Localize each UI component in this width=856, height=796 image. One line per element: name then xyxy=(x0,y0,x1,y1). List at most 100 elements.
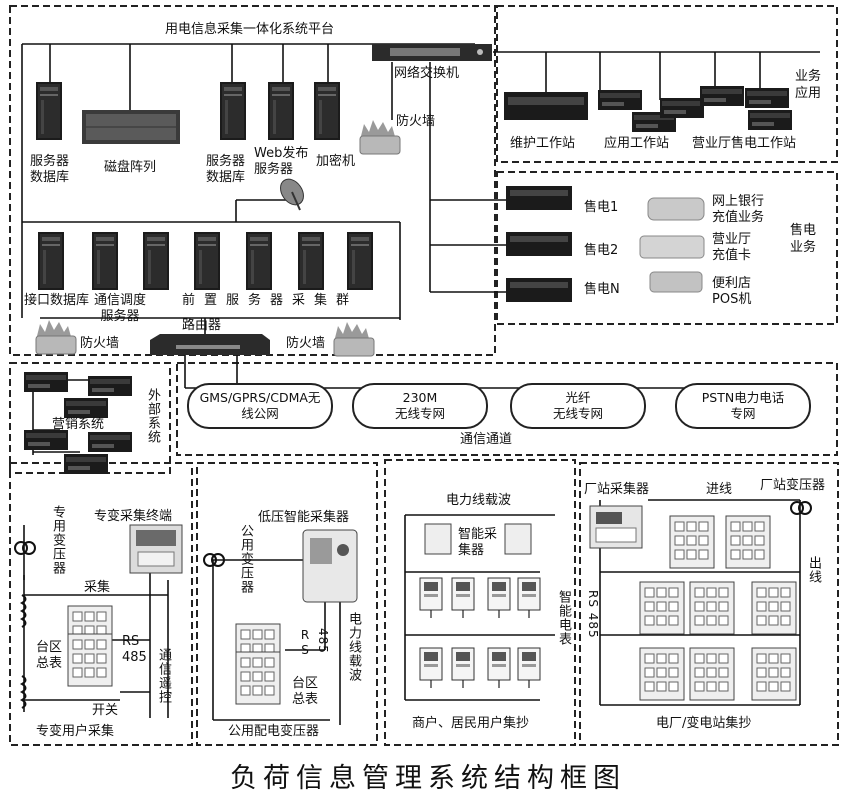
firewall-right-label: 防火墙 xyxy=(286,336,326,351)
plant-box xyxy=(579,462,839,746)
dedicated-transformer-label: 专用变压器 xyxy=(50,505,65,575)
channel-box xyxy=(176,362,838,456)
hall-card-icon xyxy=(639,235,705,259)
server-database-icon xyxy=(36,82,62,140)
sales-n-terminal-icon xyxy=(506,278,572,302)
pos-label: 便利店 POS机 xyxy=(712,276,752,307)
sales-n-label: 售电N xyxy=(584,282,620,297)
sales-box xyxy=(496,171,838,325)
resident-box xyxy=(384,459,576,746)
sales-1-terminal-icon xyxy=(506,186,572,210)
firewall-right-icon xyxy=(333,321,375,357)
low-voltage-collector-icon xyxy=(302,529,358,603)
server-db-label: 服务器 数据库 xyxy=(30,154,70,185)
rs485-left-label: RS 485 xyxy=(122,634,147,665)
n485-label: 485 xyxy=(316,628,330,654)
dedicated-terminal-icon xyxy=(129,524,183,574)
public-box xyxy=(196,462,378,746)
firewall-left-label: 防火墙 xyxy=(80,336,120,351)
plant-cabinet-icons xyxy=(639,515,797,701)
public-meter-cabinet-icon xyxy=(235,623,281,705)
channel-gprs: GMS/GPRS/CDMA无 线公网 xyxy=(187,383,333,429)
incoming-label: 进线 xyxy=(706,482,733,497)
front-server-4-icon xyxy=(298,232,324,290)
satellite-dish-icon xyxy=(280,178,304,211)
maintenance-ws-label: 维护工作站 xyxy=(510,136,576,151)
smart-meter-label: 智能电表 xyxy=(556,590,571,646)
rs-label: RS xyxy=(298,628,312,658)
smart-meter-icons xyxy=(419,577,541,689)
disk-array-label: 磁盘阵列 xyxy=(104,160,157,175)
front-server-group-label: 前置服务器采集群 xyxy=(182,293,359,308)
sales-2-terminal-icon xyxy=(506,232,572,256)
plant-title: 电厂/变电站集抄 xyxy=(656,716,752,731)
switch-label: 网络交换机 xyxy=(394,66,460,81)
external-system-label: 外部系统 xyxy=(145,388,160,444)
router-label: 路由器 xyxy=(182,318,222,333)
plant-collector-label: 厂站采集器 xyxy=(584,482,650,497)
figure-caption: 负荷信息管理系统结构框图 xyxy=(230,763,626,794)
network-switch-icon xyxy=(372,44,492,61)
smart-collector-label: 智能采 集器 xyxy=(458,527,498,558)
dedicated-terminal-label: 专变采集终端 xyxy=(94,509,173,524)
front-server-1-icon xyxy=(143,232,169,290)
channel-pstn: PSTN电力电话 专网 xyxy=(675,383,811,429)
channel-title: 通信通道 xyxy=(460,432,513,447)
encryptor-label: 加密机 xyxy=(316,154,356,169)
platform-title: 用电信息采集一体化系统平台 xyxy=(165,22,335,37)
firewall-left-icon xyxy=(35,319,77,355)
web-server-label: Web发布 服务器 xyxy=(254,146,309,177)
application-ws-label: 应用工作站 xyxy=(604,136,670,151)
plc-label: 电力线载波 xyxy=(346,612,361,682)
front-server-2-icon xyxy=(194,232,220,290)
sales-business-label: 售电 业务 xyxy=(790,223,817,255)
server-db-2-label: 服务器 数据库 xyxy=(206,154,246,185)
dedicated-meter-cabinet-icon xyxy=(67,605,113,687)
sales-workstation-icon xyxy=(660,86,792,130)
public-transformer-label: 公用变压器 xyxy=(238,524,253,594)
plant-transformer-label: 厂站变压器 xyxy=(760,478,826,493)
interface-server-icon xyxy=(38,232,64,290)
dedicated-title: 专变用户采集 xyxy=(36,724,115,739)
sales-2-label: 售电2 xyxy=(584,243,619,258)
maintenance-workstation-icon xyxy=(504,92,588,120)
router-icon xyxy=(150,334,270,355)
collect-label: 采集 xyxy=(84,580,111,595)
sales-1-label: 售电1 xyxy=(584,200,619,215)
plant-rs485-label: RS 485 xyxy=(586,590,600,639)
outgoing-label: 出线 xyxy=(806,556,821,584)
switch-off-label: 开关 xyxy=(92,703,119,718)
resident-title: 商户、居民用户集抄 xyxy=(412,716,530,731)
group-boxes xyxy=(9,5,839,746)
front-server-5-icon xyxy=(347,232,373,290)
front-server-3-icon xyxy=(246,232,272,290)
resident-collector-icon xyxy=(424,523,532,555)
public-title: 公用配电变压器 xyxy=(228,724,320,739)
marketing-label: 营销系统 xyxy=(52,417,105,432)
online-bank-label: 网上银行 充值业务 xyxy=(712,194,765,225)
dedicated-transformer-icon xyxy=(14,541,36,555)
remote-control-label: 通信遥控 xyxy=(156,648,171,704)
platform-box xyxy=(9,5,496,356)
comm-server-label: 通信调度 服务器 xyxy=(94,293,147,324)
comm-server-icon xyxy=(92,232,118,290)
plant-transformer-icon xyxy=(790,501,812,515)
server-database-2-icon xyxy=(220,82,246,140)
web-server-icon xyxy=(268,82,294,140)
external-box xyxy=(9,362,171,474)
dedicated-meter-label: 台区 总表 xyxy=(36,640,63,671)
online-bank-icon xyxy=(647,197,705,221)
channel-fiber: 光纤 无线专网 xyxy=(510,383,646,429)
business-box xyxy=(496,5,838,163)
business-app-label: 业务 应用 xyxy=(795,69,822,101)
sales-ws-label: 营业厅售电工作站 xyxy=(692,136,797,151)
public-meter-label: 台区 总表 xyxy=(292,676,319,707)
firewall-top-label: 防火墙 xyxy=(396,114,436,129)
pos-machine-icon xyxy=(649,271,703,293)
disk-array-icon xyxy=(82,110,180,144)
interface-db-label: 接口数据库 xyxy=(24,293,90,308)
low-voltage-label: 低压智能采集器 xyxy=(258,510,350,525)
plc-carrier-label: 电力线载波 xyxy=(446,493,512,508)
